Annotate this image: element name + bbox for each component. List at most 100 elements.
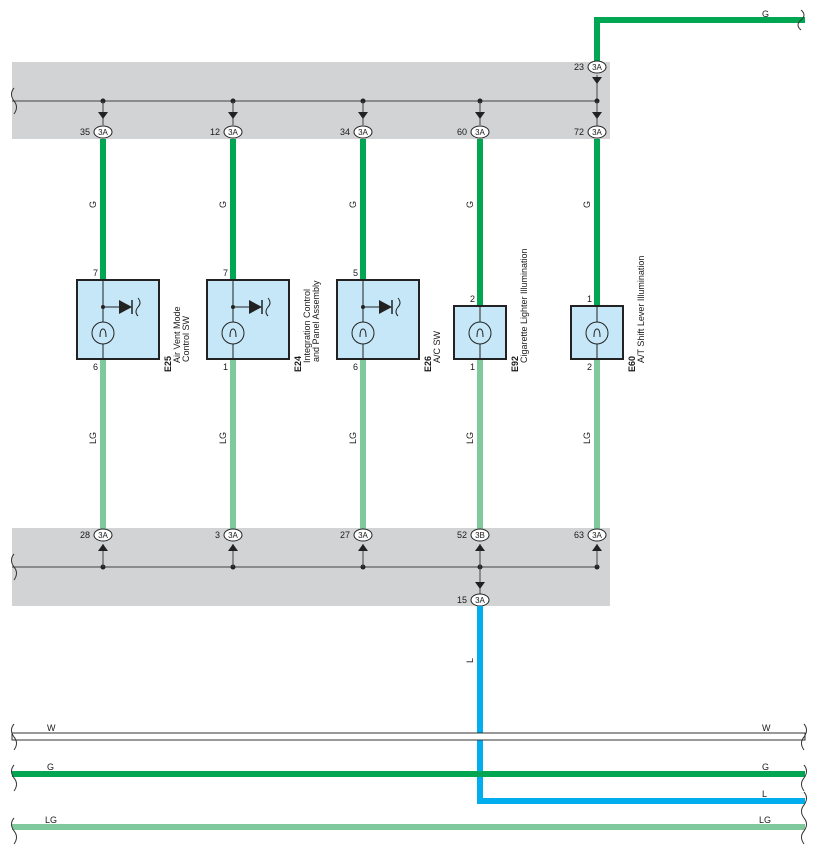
- bottom-pin: 28: [80, 530, 90, 540]
- bottom-arrow: [475, 544, 485, 551]
- upper-wire-label: G: [218, 201, 228, 208]
- component-desc-line1: A/T Shift Lever Illumination: [636, 256, 646, 363]
- lower-wire-label: LG: [582, 432, 592, 444]
- component-desc-line2: and Panel Assembly: [311, 280, 321, 362]
- bus-g-break-right: [801, 764, 807, 792]
- ground-pin: 15: [457, 595, 467, 605]
- top-arrow: [592, 112, 602, 119]
- bulb-icon: [221, 321, 245, 345]
- bottom-arrow: [592, 544, 602, 551]
- component-desc-line1: Air Vent Mode: [172, 306, 182, 363]
- led-ground: [135, 297, 141, 317]
- top-connector: [223, 125, 243, 139]
- bottom-arrow: [228, 544, 238, 551]
- bus-g-right-label: G: [762, 762, 769, 772]
- bottom-connector-id: 3A: [592, 531, 602, 540]
- top-connector: [353, 125, 373, 139]
- top-right-wire-label: G: [762, 9, 769, 19]
- upper-wire-label: G: [348, 201, 358, 208]
- top-right-wire: [594, 17, 805, 62]
- top-right-connector-id: 3A: [592, 63, 602, 72]
- bottom-connector-id: 3A: [358, 531, 368, 540]
- component-code: E26: [423, 356, 433, 372]
- ground-arrow: [475, 582, 485, 589]
- top-arrow: [358, 112, 368, 119]
- bottom-pin: 27: [340, 530, 350, 540]
- lower-wire-label: LG: [88, 432, 98, 444]
- top-connector-id: 3A: [358, 128, 368, 137]
- lower-wire-label: LG: [218, 432, 228, 444]
- bus-w-right-label: W: [762, 723, 771, 733]
- component-pin-bottom: 6: [353, 362, 358, 372]
- upper-wire-label: G: [582, 201, 592, 208]
- component-box: [76, 279, 160, 360]
- ground-connector-id: 3A: [475, 596, 485, 605]
- bottom-pin: 52: [457, 530, 467, 540]
- bottom-connector-id: 3B: [475, 531, 485, 540]
- top-bus-break: [11, 87, 17, 115]
- filament: [359, 328, 367, 338]
- top-connector-id: 3A: [475, 128, 485, 137]
- bottom-connector: [223, 528, 243, 542]
- ground-wire: [477, 606, 805, 804]
- bottom-bus-break: [11, 553, 17, 581]
- bus-w-left-label: W: [47, 723, 56, 733]
- component-pin-top: 7: [93, 268, 98, 278]
- ground-wire-label: L: [465, 658, 475, 663]
- upper-wire-label: G: [465, 201, 475, 208]
- top-arrow: [228, 112, 238, 119]
- bus-w-break-right: [801, 723, 807, 751]
- component-code: E24: [293, 356, 303, 372]
- bulb-icon: [91, 321, 115, 345]
- filament: [476, 328, 484, 338]
- bulb-icon: [351, 321, 375, 345]
- top-pin: 12: [210, 127, 220, 137]
- top-connector: [587, 125, 607, 139]
- component-pin-bottom: 1: [223, 362, 228, 372]
- top-pin: 72: [574, 127, 584, 137]
- component-pin-bottom: 6: [93, 362, 98, 372]
- component-desc-line1: Cigarette Lighter Illumination: [519, 248, 529, 363]
- bottom-connector: [353, 528, 373, 542]
- filament: [229, 328, 237, 338]
- top-right-pin: 23: [574, 62, 584, 72]
- top-connector-id: 3A: [98, 128, 108, 137]
- bus-l-right-label: L: [762, 789, 767, 799]
- lower-wire-label: LG: [348, 432, 358, 444]
- component-pin-top: 2: [470, 294, 475, 304]
- led-ground: [265, 297, 271, 317]
- top-pin: 35: [80, 127, 90, 137]
- bottom-connector: [470, 528, 490, 542]
- component-pin-top: 7: [223, 268, 228, 278]
- bottom-connector: [93, 528, 113, 542]
- top-connector-id: 3A: [592, 128, 602, 137]
- bus-g-break-left: [11, 764, 17, 792]
- component-box: [336, 279, 420, 360]
- upper-wire-label: G: [88, 201, 98, 208]
- component-pin-top: 1: [587, 294, 592, 304]
- lower-wire-label: LG: [465, 432, 475, 444]
- top-pin: 34: [340, 127, 350, 137]
- component-code: E60: [627, 356, 637, 372]
- bulb-icon: [468, 321, 492, 345]
- led-ground: [395, 297, 401, 317]
- bus-lg-break-left: [11, 817, 17, 845]
- top-right-wire-break: [797, 9, 805, 31]
- bus-l-break-right: [801, 791, 807, 819]
- bottom-arrow: [98, 544, 108, 551]
- component-pin-bottom: 1: [470, 362, 475, 372]
- bottom-connector: [587, 528, 607, 542]
- component-desc-line1: A/C SW: [432, 330, 442, 363]
- top-arrow: [475, 112, 485, 119]
- bottom-connector-id: 3A: [228, 531, 238, 540]
- component-code: E92: [510, 356, 520, 372]
- top-right-connector: [587, 60, 607, 74]
- component-code: E25: [163, 356, 173, 372]
- top-connector: [93, 125, 113, 139]
